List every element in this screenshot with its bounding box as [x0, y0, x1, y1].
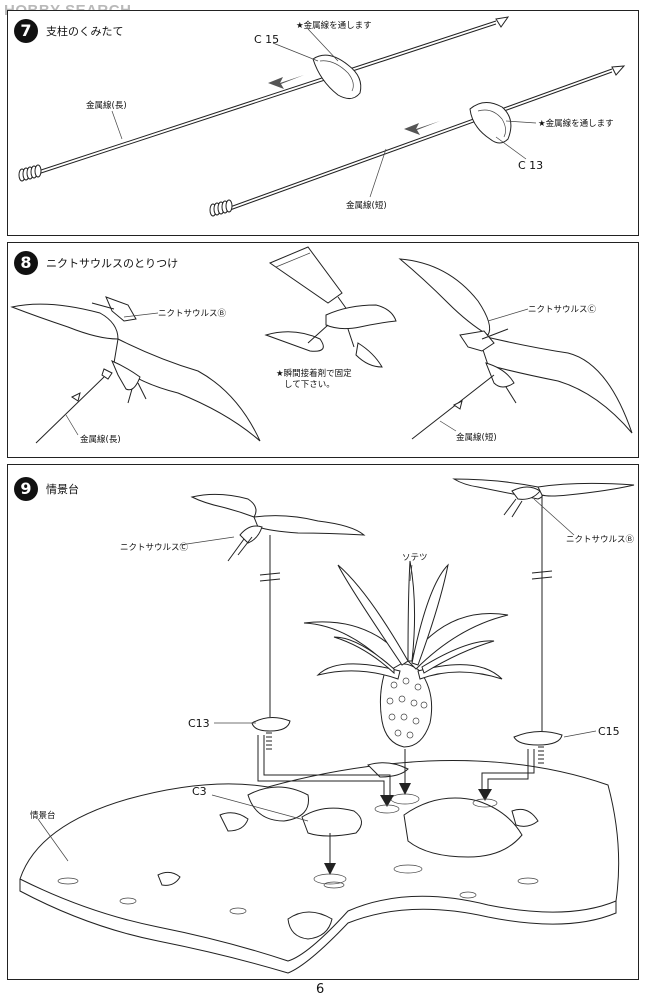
label-c15: C 15	[254, 33, 280, 46]
glue-bottle	[268, 246, 349, 312]
glue-note-line-2: して下さい。	[284, 380, 335, 390]
label-c13-9: C13	[188, 717, 210, 730]
label-wire-short-8: 金属線(短)	[456, 433, 497, 443]
step-9-number: 9	[14, 477, 38, 501]
label-c3: C3	[192, 785, 207, 798]
long-wire	[37, 20, 497, 172]
label-c15-9: C15	[598, 725, 620, 738]
long-wire-tip	[495, 16, 510, 28]
c15-part-9	[513, 731, 563, 746]
wire-short-8	[411, 374, 495, 440]
c15-part	[312, 54, 362, 99]
step-7-number: 7	[14, 19, 38, 43]
nyctosaurus-b-figure	[10, 296, 261, 442]
label-nyctosaurus-b-8: ニクトサウルスⒷ	[158, 309, 227, 319]
wire-long-8	[35, 376, 105, 444]
step-9-title: 情景台	[46, 483, 79, 496]
step-7-illustration	[18, 16, 626, 217]
rock	[511, 808, 539, 827]
label-cycad: ソテツ	[402, 553, 428, 563]
rock	[403, 797, 523, 858]
cycad-figure	[303, 560, 509, 748]
note-thread-wire-right: ★金属線を通します	[538, 119, 614, 129]
step-8-panel: 8 ニクトサウルスのとりつけ	[7, 242, 639, 458]
label-base: 情景台	[30, 811, 56, 821]
nyctosaurus-center-figure	[264, 304, 397, 368]
glue-note-line-1: ★瞬間接着剤で固定	[276, 369, 352, 379]
label-nyctosaurus-c-9: ニクトサウルスⒸ	[120, 543, 189, 553]
label-wire-long-8: 金属線(長)	[80, 435, 121, 445]
label-wire-short: 金属線(短)	[346, 201, 387, 211]
note-thread-wire-top: ★金属線を通します	[296, 21, 372, 31]
label-nyctosaurus-c-8: ニクトサウルスⒸ	[528, 305, 597, 315]
long-wire-coil	[18, 164, 42, 182]
step-8-illustration	[10, 246, 633, 444]
rock	[219, 812, 249, 832]
nyctosaurus-c-9	[190, 493, 366, 562]
c3-part	[301, 807, 362, 837]
short-wire-coil	[209, 199, 233, 217]
nyctosaurus-c-figure	[398, 258, 633, 434]
arrow-left-icon	[404, 121, 440, 135]
rock	[247, 786, 309, 822]
c13-part	[469, 102, 512, 144]
label-nyctosaurus-b-9: ニクトサウルスⒷ	[566, 535, 635, 545]
step-9-panel: 9 情景台	[7, 464, 639, 980]
step-9-illustration	[19, 478, 635, 974]
nyctosaurus-b-9	[452, 478, 635, 518]
rock	[367, 762, 409, 778]
rock	[157, 871, 181, 886]
label-c13: C 13	[518, 159, 544, 172]
step-7-title: 支柱のくみたて	[46, 25, 124, 38]
short-wire	[229, 68, 613, 208]
step-7-panel: 7 支柱のくみたて	[7, 10, 639, 236]
step-8-number: 8	[14, 251, 38, 275]
page-number: 6	[316, 982, 325, 997]
label-wire-long: 金属線(長)	[86, 101, 127, 111]
short-wire-tip	[611, 65, 626, 76]
c13-part-9	[251, 717, 291, 732]
step-8-title: ニクトサウルスのとりつけ	[46, 257, 179, 270]
rock	[287, 911, 333, 940]
arrow-left-icon	[268, 75, 304, 89]
